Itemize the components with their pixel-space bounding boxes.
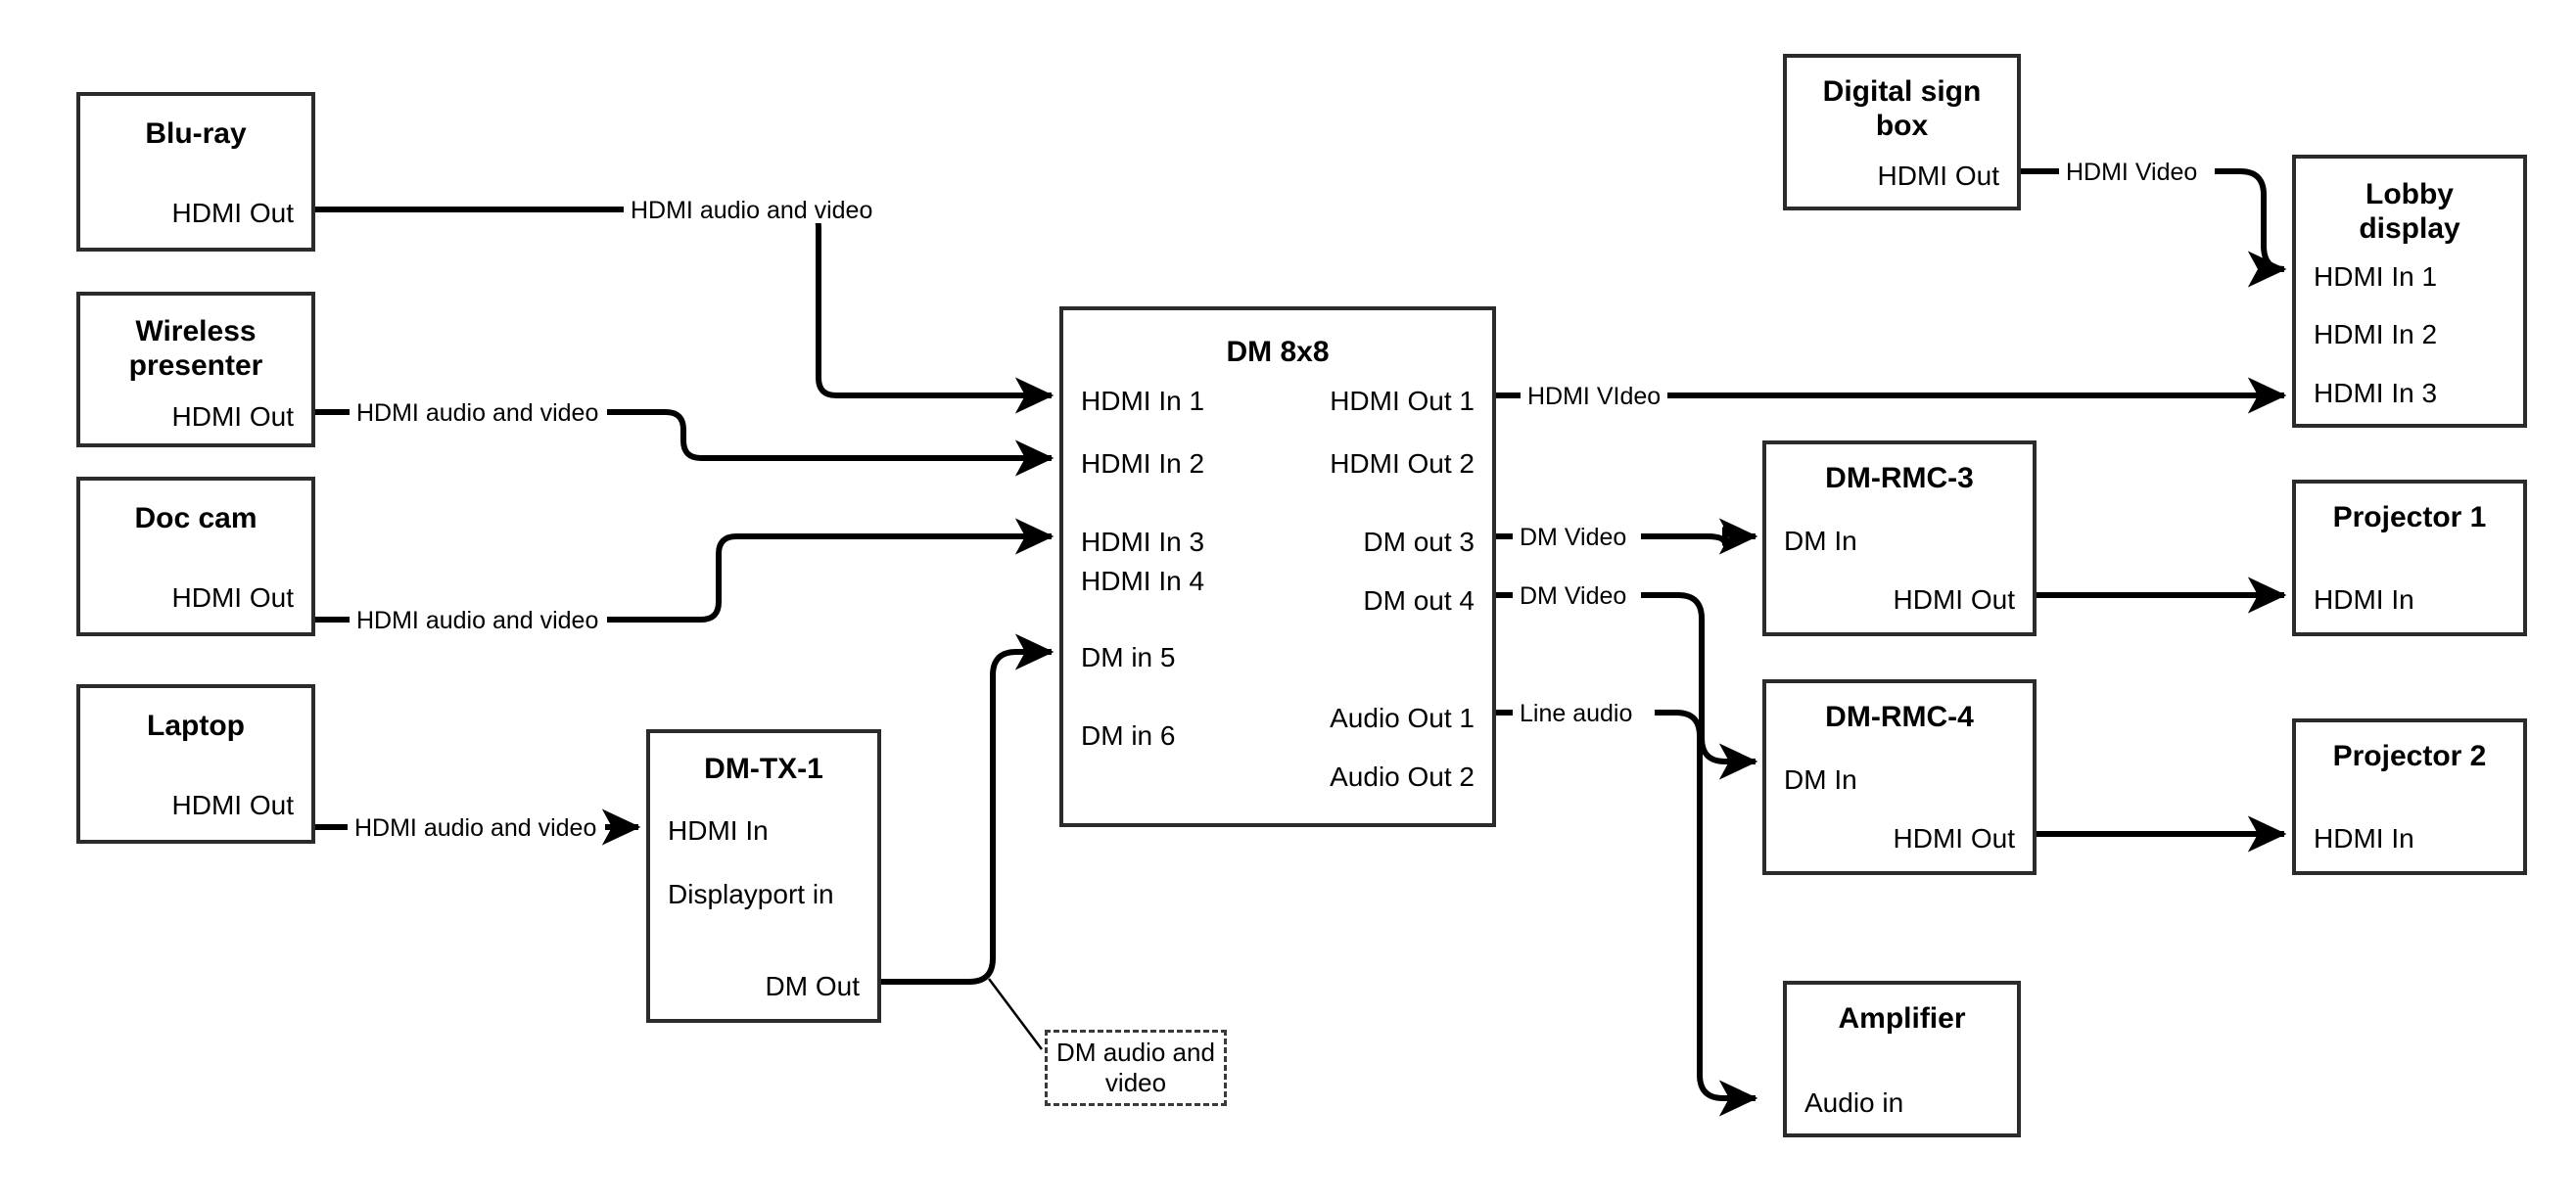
node-doc-cam[interactable]: Doc cam HDMI Out (76, 477, 315, 636)
edge-label-dm8x8-out1-to-lobby: HDMI VIdeo (1521, 385, 1668, 409)
node-wireless-presenter-title: Wireless presenter (128, 315, 263, 382)
node-laptop-port-hdmi-out[interactable]: HDMI Out (171, 790, 294, 820)
wire-wireless-to-dm8x8 (315, 409, 1052, 458)
node-dm-rmc-4-title: DM-RMC-4 (1825, 701, 1974, 733)
node-dm-rmc-4-port-hdmi-out[interactable]: HDMI Out (1893, 823, 2015, 854)
node-dm-8x8[interactable]: DM 8x8 HDMI In 1 HDMI In 2 HDMI In 3 HDM… (1059, 306, 1496, 827)
node-dm-rmc-3[interactable]: DM-RMC-3 DM In HDMI Out (1762, 440, 2037, 636)
node-projector-1-title: Projector 1 (2332, 501, 2487, 533)
node-bluray-title: Blu-ray (145, 117, 247, 150)
node-dm-8x8-input-hdmi-in-1[interactable]: HDMI In 1 (1081, 386, 1205, 416)
edge-label-dm8x8-out3-to-rmc3: DM Video (1513, 526, 1634, 550)
node-dm-8x8-input-hdmi-in-2[interactable]: HDMI In 2 (1081, 448, 1205, 479)
node-laptop-title: Laptop (147, 710, 245, 742)
node-bluray[interactable]: Blu-ray HDMI Out (76, 92, 315, 252)
node-digital-sign-box-port-hdmi-out[interactable]: HDMI Out (1877, 161, 1999, 191)
wire-dm8x8-out4-to-rmc4 (1496, 592, 1756, 762)
node-dm-8x8-output-audio-out-1[interactable]: Audio Out 1 (1330, 703, 1475, 733)
wire-doccam-to-dm8x8 (315, 536, 1052, 623)
node-dm-tx-1[interactable]: DM-TX-1 HDMI In Displayport in DM Out (646, 729, 881, 1023)
annotation-dm-audio-and-video: DM audio and video (1045, 1030, 1227, 1106)
node-dm-rmc-4[interactable]: DM-RMC-4 DM In HDMI Out (1762, 679, 2037, 875)
node-dm-rmc-3-port-dm-in[interactable]: DM In (1784, 526, 1857, 556)
node-dm-tx-1-port-dm-out[interactable]: DM Out (765, 971, 860, 1001)
wire-dmtx1-to-dm8x8 (881, 633, 1054, 985)
node-dm-8x8-input-hdmi-in-4[interactable]: HDMI In 4 (1081, 566, 1205, 596)
node-bluray-port-hdmi-out[interactable]: HDMI Out (171, 198, 294, 228)
node-dm-tx-1-port-displayport-in[interactable]: Displayport in (668, 879, 834, 909)
node-dm-8x8-input-dm-in-5[interactable]: DM in 5 (1081, 642, 1176, 672)
wire-dm8x8-out3-to-rmc3 (1496, 529, 1756, 544)
edge-label-laptop-to-dmtx1: HDMI audio and video (348, 816, 604, 841)
node-laptop[interactable]: Laptop HDMI Out (76, 684, 315, 844)
node-dm-tx-1-port-hdmi-in[interactable]: HDMI In (668, 815, 769, 846)
node-dm-8x8-output-hdmi-out-2[interactable]: HDMI Out 2 (1330, 448, 1475, 479)
node-amplifier-title: Amplifier (1838, 1002, 1966, 1035)
node-projector-1[interactable]: Projector 1 HDMI In (2292, 480, 2527, 636)
edge-label-wireless-to-dm8x8: HDMI audio and video (350, 401, 606, 426)
node-dm-rmc-4-port-dm-in[interactable]: DM In (1784, 764, 1857, 795)
node-projector-2-title: Projector 2 (2332, 740, 2487, 772)
node-dm-rmc-3-port-hdmi-out[interactable]: HDMI Out (1893, 584, 2015, 615)
node-lobby-display-port-hdmi-in-3[interactable]: HDMI In 3 (2314, 378, 2438, 408)
edge-label-doccam-to-dm8x8: HDMI audio and video (350, 609, 606, 633)
node-projector-2-port-hdmi-in[interactable]: HDMI In (2314, 823, 2414, 854)
node-lobby-display-port-hdmi-in-2[interactable]: HDMI In 2 (2314, 319, 2438, 349)
node-doc-cam-port-hdmi-out[interactable]: HDMI Out (171, 582, 294, 613)
edge-label-digitalsign-to-lobby: HDMI Video (2059, 161, 2205, 185)
node-projector-2[interactable]: Projector 2 HDMI In (2292, 718, 2527, 875)
node-dm-8x8-input-hdmi-in-3[interactable]: HDMI In 3 (1081, 527, 1205, 557)
node-amplifier[interactable]: Amplifier Audio in (1783, 981, 2021, 1137)
node-doc-cam-title: Doc cam (134, 502, 258, 534)
wire-digitalsign-to-lobby (2021, 168, 2284, 269)
node-lobby-display-title: Lobby display (2359, 178, 2460, 245)
node-dm-8x8-output-dm-out-3[interactable]: DM out 3 (1363, 527, 1475, 557)
edge-label-dm8x8-audio1-to-amp: Line audio (1513, 702, 1640, 726)
node-dm-8x8-output-dm-out-4[interactable]: DM out 4 (1363, 585, 1475, 616)
node-dm-8x8-input-dm-in-6[interactable]: DM in 6 (1081, 720, 1176, 751)
leader-dm-av-note (988, 978, 1043, 1050)
node-dm-tx-1-title: DM-TX-1 (704, 753, 823, 785)
node-dm-8x8-title: DM 8x8 (1226, 336, 1330, 368)
node-dm-8x8-output-audio-out-2[interactable]: Audio Out 2 (1330, 762, 1475, 792)
wire-bluray-to-dm8x8 (315, 207, 1052, 395)
node-digital-sign-box-title: Digital sign box (1822, 75, 1982, 142)
edge-label-bluray-to-dm8x8: HDMI audio and video (624, 199, 880, 223)
node-projector-1-port-hdmi-in[interactable]: HDMI In (2314, 584, 2414, 615)
edge-label-dm8x8-out4-to-rmc4: DM Video (1513, 584, 1634, 609)
wire-dm8x8-audio1-to-amp (1496, 710, 1756, 1098)
node-dm-rmc-3-title: DM-RMC-3 (1825, 462, 1974, 494)
node-lobby-display[interactable]: Lobby display HDMI In 1 HDMI In 2 HDMI I… (2292, 155, 2527, 428)
node-amplifier-port-audio-in[interactable]: Audio in (1804, 1087, 1904, 1118)
node-wireless-presenter-port-hdmi-out[interactable]: HDMI Out (171, 401, 294, 432)
node-lobby-display-port-hdmi-in-1[interactable]: HDMI In 1 (2314, 261, 2438, 292)
annotation-dm-audio-and-video-text: DM audio and video (1056, 1037, 1215, 1097)
node-dm-8x8-output-hdmi-out-1[interactable]: HDMI Out 1 (1330, 386, 1475, 416)
node-wireless-presenter[interactable]: Wireless presenter HDMI Out (76, 292, 315, 447)
node-digital-sign-box[interactable]: Digital sign box HDMI Out (1783, 54, 2021, 210)
